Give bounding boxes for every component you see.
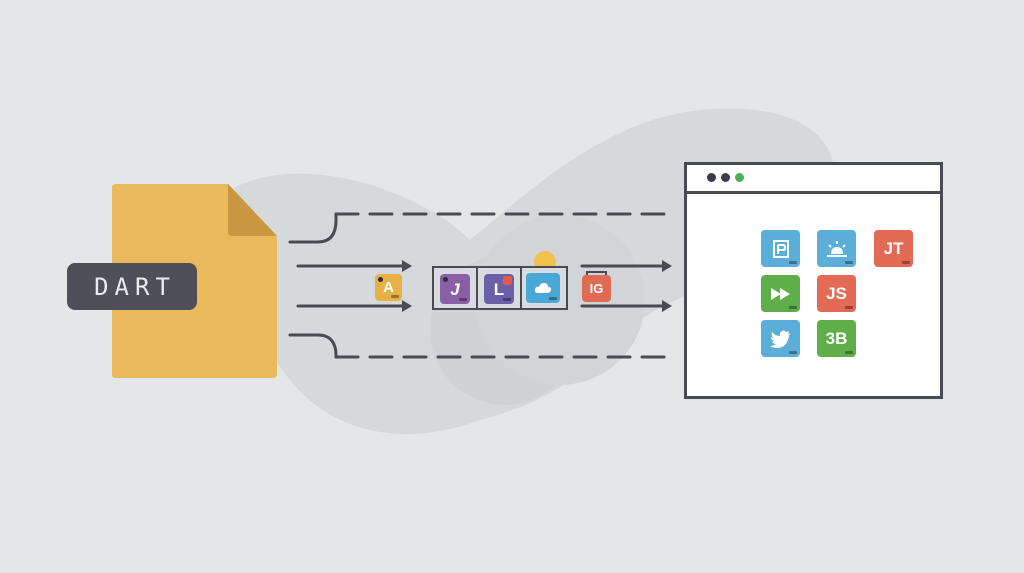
- letter-a-icon: A: [383, 279, 394, 296]
- arrow-head-2: [402, 300, 412, 312]
- app-tile-3b: 3B: [817, 320, 856, 357]
- processing-strip: J L: [432, 266, 568, 310]
- app-tile-document: [761, 230, 800, 267]
- window-dot-1: [707, 173, 716, 182]
- connector-bottom-curve: [288, 333, 338, 359]
- fast-forward-icon: [770, 287, 790, 300]
- letter-3b-icon: 3B: [825, 329, 848, 348]
- app-tile-bird: [761, 320, 800, 357]
- sunrise-icon: [826, 240, 847, 257]
- arrow-head-3: [662, 260, 672, 272]
- window-dot-2: [721, 173, 730, 182]
- letter-j-icon: J: [450, 279, 460, 299]
- app-tile-js: JS: [817, 275, 856, 312]
- letter-jt-icon: JT: [883, 239, 904, 258]
- connector-top-curve: [288, 212, 338, 244]
- output-tile-ig: IG: [582, 271, 611, 302]
- strip-tile-cloud: [526, 273, 560, 303]
- input-tile-a: A: [375, 274, 402, 301]
- badge-icon: [503, 276, 512, 285]
- strip-tile-j: J: [440, 274, 470, 304]
- tile-dot: [378, 277, 383, 282]
- letter-ig-icon: IG: [589, 281, 604, 296]
- browser-window: JT JS 3B: [684, 162, 943, 399]
- arrow-head-1: [402, 260, 412, 272]
- app-tile-jt: JT: [874, 230, 913, 267]
- letter-l-icon: L: [493, 279, 505, 299]
- letter-js-icon: JS: [826, 284, 847, 303]
- bird-icon: [769, 330, 791, 348]
- arrow-head-4: [662, 300, 672, 312]
- document-icon: [772, 239, 789, 258]
- browser-title-bar: [687, 165, 940, 194]
- app-tile-forward: [761, 275, 800, 312]
- strip-tile-l: L: [484, 274, 514, 304]
- window-dot-3: [735, 173, 744, 182]
- cloud-icon: [534, 283, 552, 293]
- app-tile-sunrise: [817, 230, 856, 267]
- dart-label: DART: [67, 263, 197, 310]
